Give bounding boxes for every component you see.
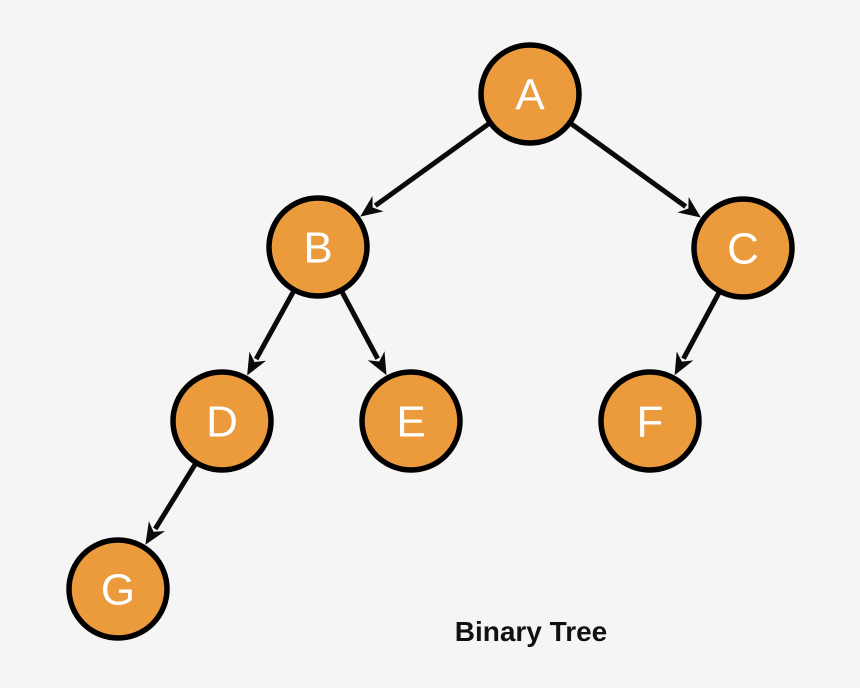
tree-node-a[interactable]: A [478, 42, 582, 146]
node-circle[interactable] [170, 369, 274, 473]
node-circle[interactable] [359, 369, 463, 473]
diagram-caption: Binary Tree [455, 616, 608, 647]
nodes-layer: A B C D E F G [66, 42, 795, 641]
node-label: D [206, 398, 238, 447]
tree-node-g[interactable]: G [66, 537, 170, 641]
tree-node-b[interactable]: B [266, 195, 370, 299]
edges-layer [145, 121, 722, 545]
arrow-head-icon [247, 351, 267, 376]
arrow-head-icon [674, 351, 694, 376]
tree-node-d[interactable]: D [170, 369, 274, 473]
edge-line [373, 121, 491, 208]
edge-line [339, 290, 380, 360]
node-label: C [727, 225, 759, 274]
edge-line [153, 463, 198, 531]
edge-b-to-e [339, 290, 387, 376]
edge-d-to-g [145, 463, 198, 545]
node-label: G [101, 566, 135, 615]
tree-node-e[interactable]: E [359, 369, 463, 473]
edge-a-to-b [360, 121, 491, 217]
arrow-head-icon [677, 196, 701, 218]
arrow-head-icon [360, 195, 384, 217]
edge-c-to-f [674, 291, 722, 376]
node-label: B [303, 224, 332, 273]
node-circle[interactable] [266, 195, 370, 299]
node-circle[interactable] [66, 537, 170, 641]
tree-node-c[interactable]: C [691, 196, 795, 300]
edge-a-to-c [569, 121, 701, 218]
node-label: F [637, 398, 664, 447]
node-label: A [515, 71, 545, 120]
node-circle[interactable] [598, 369, 702, 473]
arrow-head-icon [145, 521, 166, 545]
node-label: E [396, 398, 425, 447]
tree-node-f[interactable]: F [598, 369, 702, 473]
edge-line [681, 291, 722, 360]
arrow-head-icon [367, 351, 387, 376]
node-circle[interactable] [478, 42, 582, 146]
node-circle[interactable] [691, 196, 795, 300]
edge-line [569, 121, 688, 209]
edge-line [253, 290, 296, 361]
edge-b-to-d [247, 290, 296, 376]
